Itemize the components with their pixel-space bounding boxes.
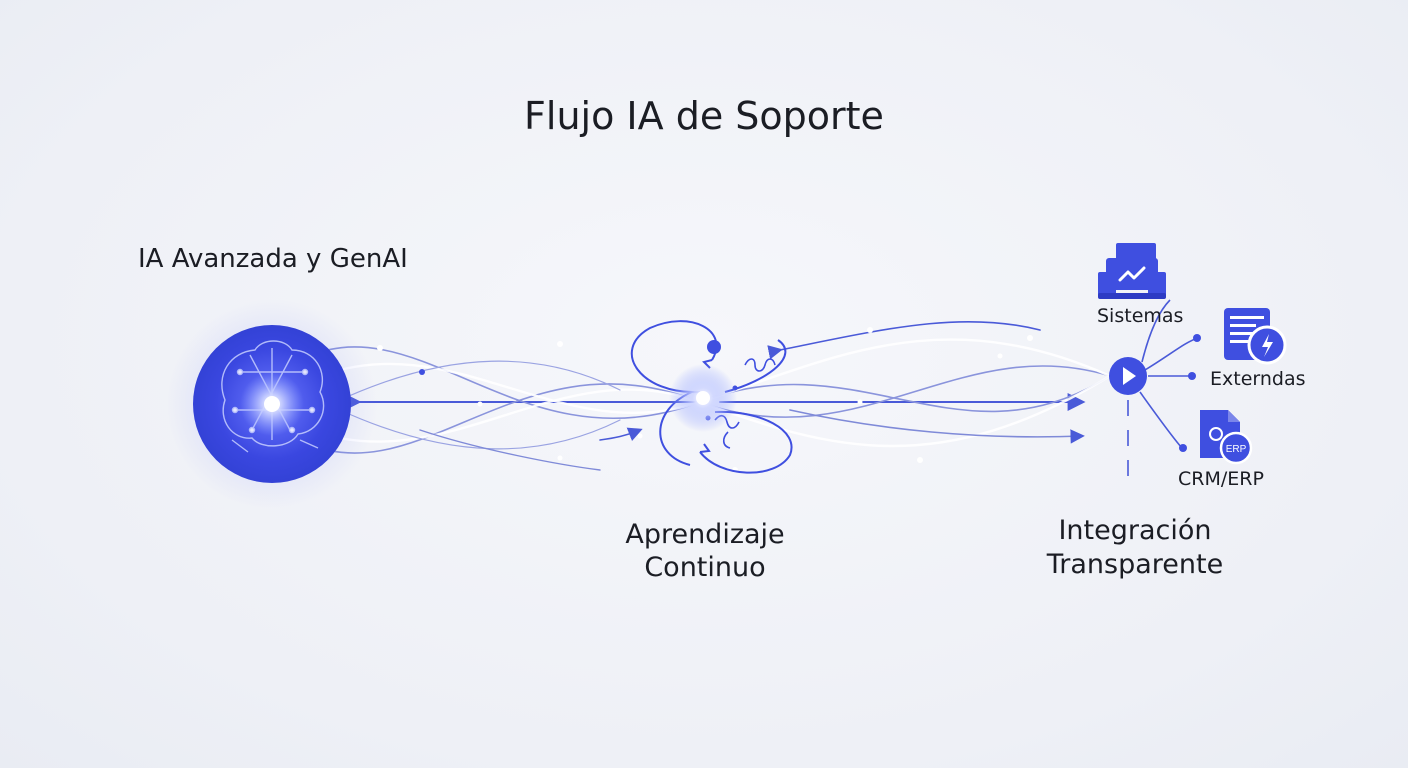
integration-label-line1: Integración — [1058, 515, 1212, 546]
learning-label-line2: Continuo — [644, 552, 766, 583]
center-small-badge — [707, 340, 721, 354]
integration-label-externas: Externdas — [1210, 368, 1306, 390]
svg-text:ERP: ERP — [1226, 444, 1247, 455]
integration-label-crm-erp: CRM/ERP — [1178, 468, 1264, 490]
brain-node — [167, 299, 377, 509]
brain-node-label: IA Avanzada y GenAI — [138, 244, 408, 274]
hub-end-dots — [1179, 334, 1201, 452]
systems-chart-icon — [1098, 243, 1166, 299]
left-return-arrow — [419, 429, 601, 471]
external-document-icon — [1224, 308, 1287, 365]
sparkle-dots — [377, 327, 1033, 473]
learning-node-label: Aprendizaje Continuo — [560, 518, 850, 584]
integration-label-sistemas: Sistemas — [1097, 305, 1184, 327]
hub-connectors — [1127, 299, 1199, 490]
lower-forward-arrow — [789, 409, 1085, 444]
crm-erp-document-icon: ERP — [1200, 410, 1253, 465]
play-hub-icon[interactable] — [1109, 357, 1147, 395]
wave-line-6 — [339, 409, 621, 450]
wave-line-5 — [339, 360, 621, 401]
integration-label-line2: Transparente — [1046, 549, 1224, 580]
ghost-arrow — [599, 427, 643, 441]
center-core — [696, 391, 710, 405]
page-title: Flujo IA de Soporte — [524, 94, 884, 138]
upper-return-arrow — [767, 320, 1041, 360]
learning-label-line1: Aprendizaje — [625, 519, 785, 550]
integration-node-label: Integración Transparente — [990, 514, 1280, 582]
